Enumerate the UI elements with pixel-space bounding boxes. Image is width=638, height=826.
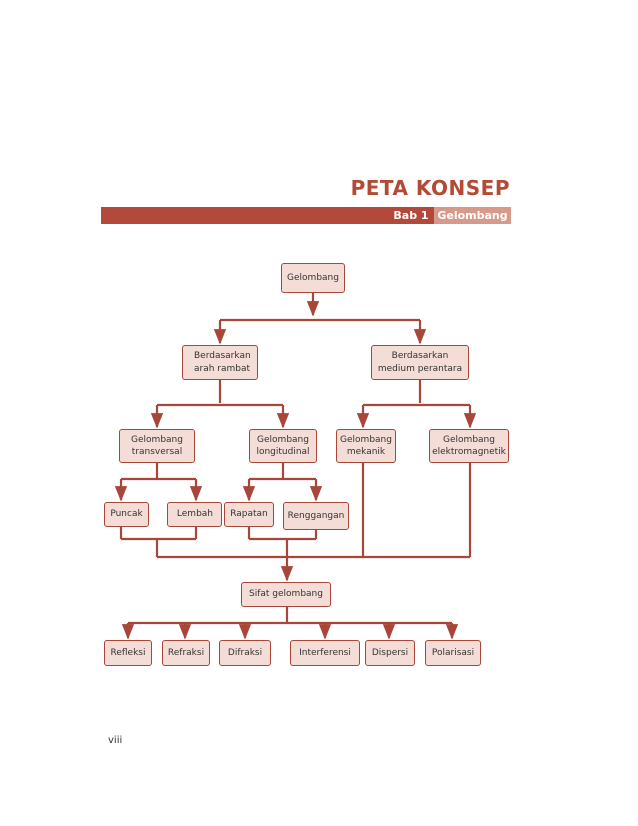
node-polarisasi: Polarisasi: [425, 640, 481, 666]
node-refleksi: Refleksi: [104, 640, 152, 666]
node-gelombang: Gelombang: [281, 263, 345, 293]
node-interferensi: Interferensi: [290, 640, 360, 666]
node-transversal: Gelombang transversal: [119, 429, 195, 463]
node-renggangan: Renggangan: [283, 502, 349, 530]
page-number: viii: [108, 735, 123, 746]
node-dispersi: Dispersi: [365, 640, 415, 666]
node-arah-rambat: Berdasarkan arah rambat: [182, 345, 258, 380]
node-difraksi: Difraksi: [219, 640, 271, 666]
node-longitudinal: Gelombang longitudinal: [249, 429, 317, 463]
node-mekanik: Gelombang mekanik: [336, 429, 396, 463]
node-elektromagnetik: Gelombang elektromagnetik: [429, 429, 509, 463]
node-refraksi: Refraksi: [162, 640, 210, 666]
node-lembah: Lembah: [167, 502, 222, 527]
node-sifat-gelombang: Sifat gelombang: [241, 582, 331, 607]
node-puncak: Puncak: [104, 502, 149, 527]
concept-map-title: PETA KONSEP: [350, 176, 510, 200]
chapter-name: Gelombang: [434, 207, 511, 224]
node-medium-perantara: Berdasarkan medium perantara: [371, 345, 469, 380]
chapter-number: Bab 1: [390, 207, 432, 224]
node-rapatan: Rapatan: [224, 502, 274, 527]
